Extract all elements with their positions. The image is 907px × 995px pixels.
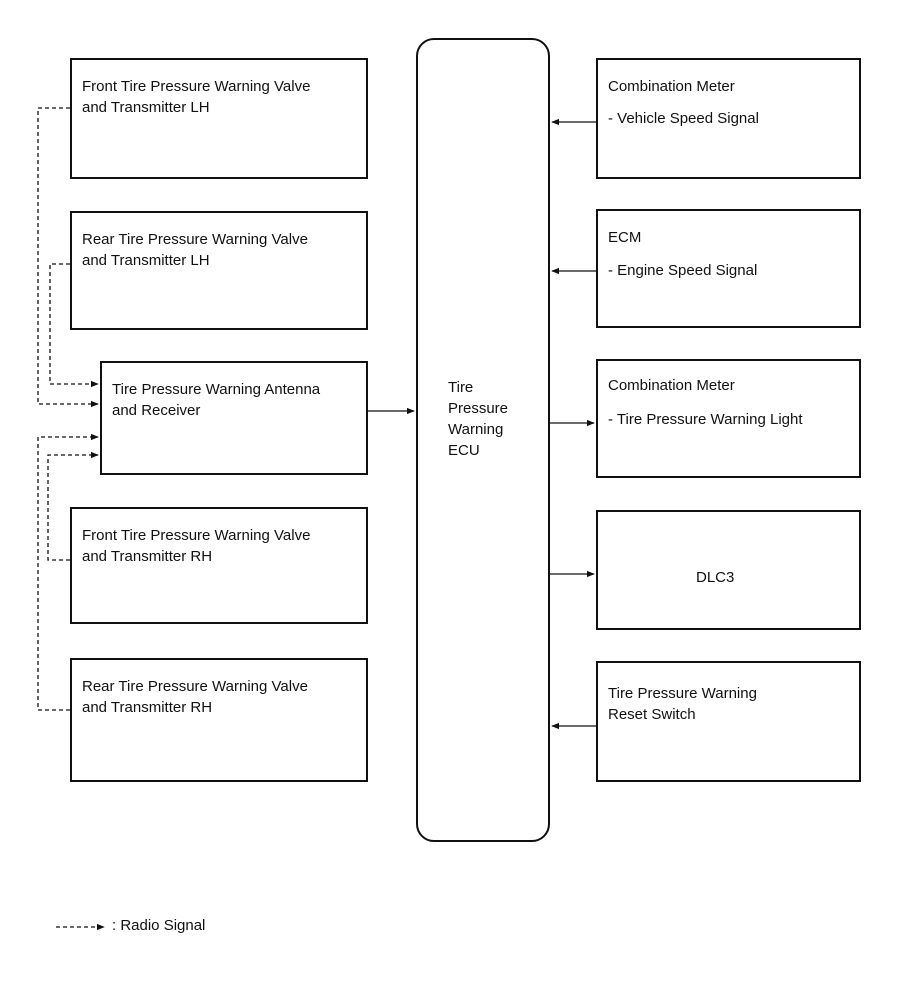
box-detail: - Engine Speed Signal	[608, 262, 758, 279]
box-ecm: ECM - Engine Speed Signal	[596, 209, 861, 328]
radio-signal-rear-rh	[37, 433, 99, 711]
box-label: Rear Tire Pressure Warning Valve and Tra…	[82, 678, 308, 716]
box-reset-switch: Tire Pressure Warning Reset Switch	[596, 661, 861, 782]
ecu-box: Tire Pressure Warning ECU	[416, 38, 550, 842]
box-title: Tire Pressure Warning Reset Switch	[608, 685, 757, 723]
radio-signal-front-rh	[47, 451, 99, 561]
ecu-label: Tire Pressure Warning ECU	[448, 379, 509, 459]
box-title: DLC3	[696, 569, 735, 586]
box-rear-valve-transmitter-rh: Rear Tire Pressure Warning Valve and Tra…	[70, 658, 368, 782]
box-detail: - Vehicle Speed Signal	[608, 110, 759, 127]
box-front-valve-transmitter-rh: Front Tire Pressure Warning Valve and Tr…	[70, 507, 368, 624]
box-label: Rear Tire Pressure Warning Valve and Tra…	[82, 231, 308, 269]
box-dlc3: DLC3	[596, 510, 861, 630]
box-combination-meter-warning-light: Combination Meter - Tire Pressure Warnin…	[596, 359, 861, 478]
box-rear-valve-transmitter-lh: Rear Tire Pressure Warning Valve and Tra…	[70, 211, 368, 330]
box-combination-meter-speed: Combination Meter - Vehicle Speed Signal	[596, 58, 861, 179]
box-front-valve-transmitter-lh: Front Tire Pressure Warning Valve and Tr…	[70, 58, 368, 179]
box-title: Combination Meter	[608, 377, 735, 394]
box-detail: - Tire Pressure Warning Light	[608, 411, 803, 428]
box-title: Combination Meter	[608, 78, 735, 95]
legend: : Radio Signal	[54, 917, 205, 934]
box-label: Tire Pressure Warning Antenna and Receiv…	[112, 381, 321, 419]
box-antenna-receiver: Tire Pressure Warning Antenna and Receiv…	[100, 361, 368, 475]
box-label: Front Tire Pressure Warning Valve and Tr…	[82, 78, 311, 116]
box-label: Front Tire Pressure Warning Valve and Tr…	[82, 527, 311, 565]
radio-signal-front-lh	[37, 107, 99, 408]
legend-label: : Radio Signal	[112, 917, 206, 934]
radio-signal-rear-lh	[49, 263, 99, 388]
box-title: ECM	[608, 229, 642, 246]
